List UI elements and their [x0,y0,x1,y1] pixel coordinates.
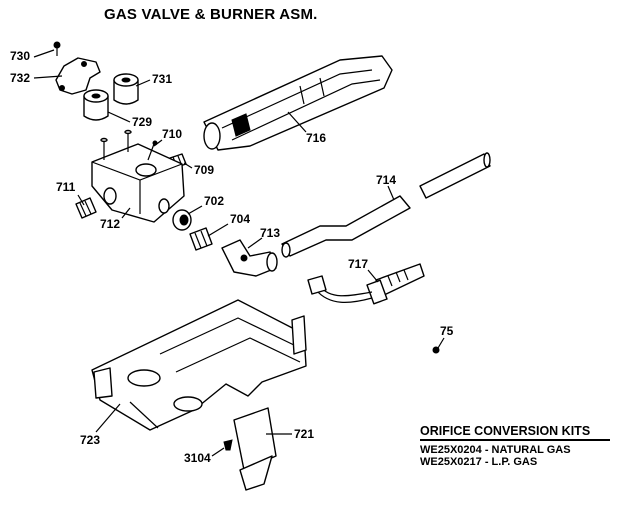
label-710: 710 [162,127,183,141]
mounting-bracket-723-icon [91,299,307,431]
label-712: 712 [100,217,121,231]
gas-valve-712-icon [91,129,185,223]
orifice-704-icon [189,227,213,251]
nut-702-icon [172,209,192,231]
label-716: 716 [306,131,327,145]
label-3104: 3104 [184,451,211,465]
label-723: 723 [80,433,101,447]
screw-75-icon [432,346,440,354]
bracket-732-icon [55,57,101,95]
label-75: 75 [440,324,454,338]
orifice-conversion-kits: ORIFICE CONVERSION KITS WE25X0204 - NATU… [420,424,610,468]
kit-natural-gas: WE25X0204 - NATURAL GAS [420,444,571,456]
label-713: 713 [260,226,281,240]
label-721: 721 [294,427,315,441]
label-711: 711 [56,180,76,194]
kits-heading: ORIFICE CONVERSION KITS [420,424,610,441]
shield-721-icon [233,407,277,491]
diagram-title: GAS VALVE & BURNER ASM. [104,6,318,23]
label-704: 704 [230,212,251,226]
label-732: 732 [10,71,31,85]
label-730: 730 [10,49,31,63]
solenoid-coil-731-icon [113,73,139,105]
label-729: 729 [132,115,153,129]
burner-716-icon [203,55,393,151]
igniter-717-icon [307,263,425,305]
label-709: 709 [194,163,215,177]
leader-lines [33,49,445,457]
screw-730-icon [53,41,61,56]
screw-3104-icon [223,439,233,451]
label-731: 731 [152,72,173,86]
solenoid-coil-729-icon [83,89,109,121]
fitting-711-icon [75,197,97,219]
tube-714-icon [281,152,491,258]
label-702: 702 [204,194,225,208]
kit-lp-gas: WE25X0217 - L.P. GAS [420,456,538,468]
label-714: 714 [376,173,397,187]
label-717: 717 [348,257,369,271]
elbow-713-icon [221,239,278,277]
